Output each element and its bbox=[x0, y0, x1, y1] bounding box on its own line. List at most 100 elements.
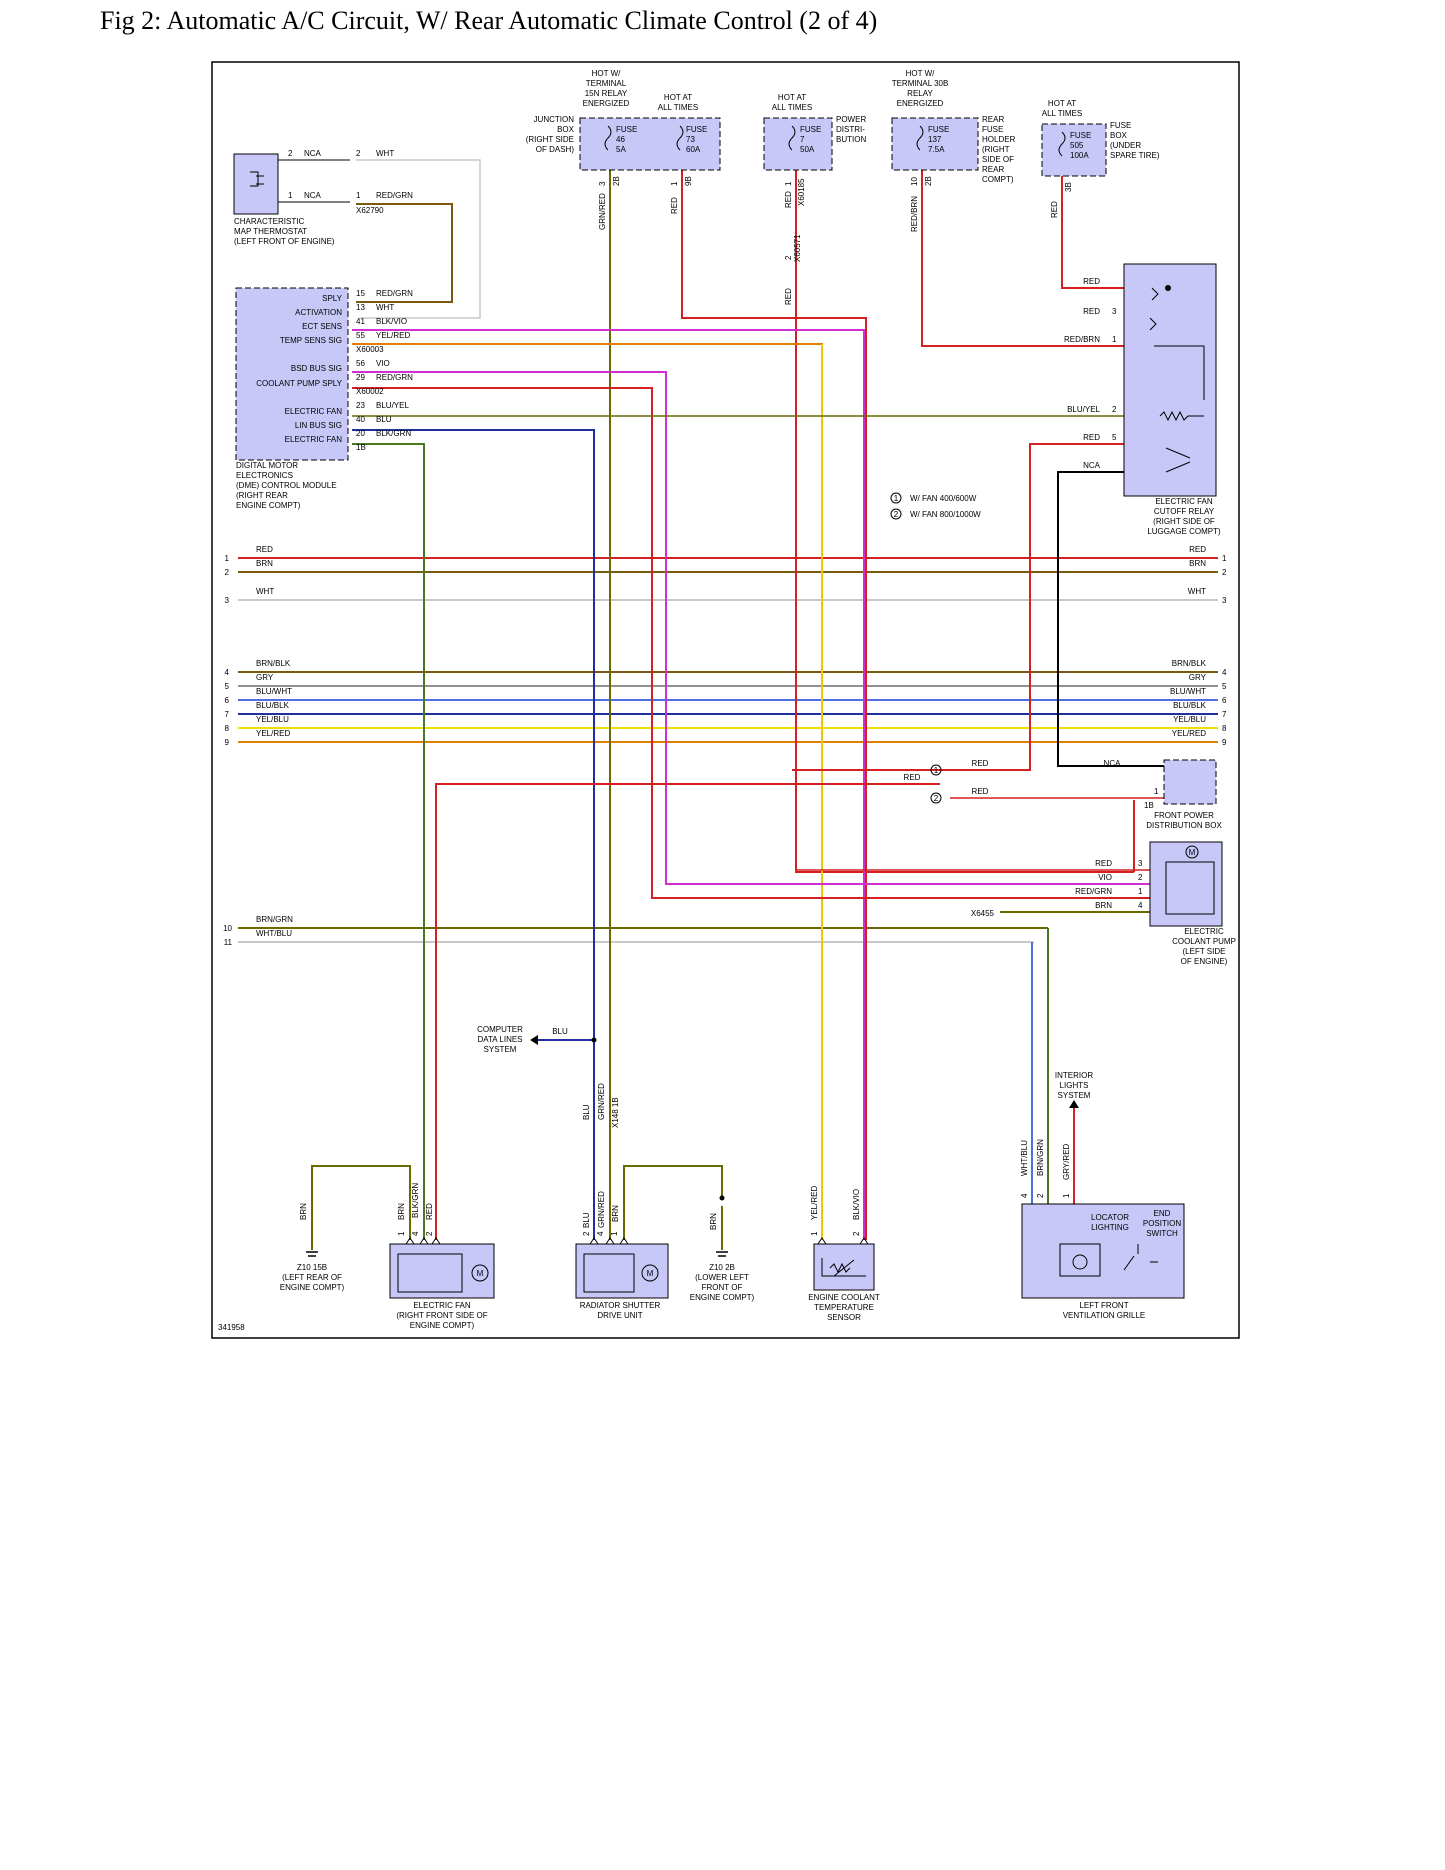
junction-box-label: BOX bbox=[557, 125, 575, 134]
coolant-pump-label: (LEFT SIDE bbox=[1183, 947, 1226, 956]
thermostat-label: MAP THERMOSTAT bbox=[234, 227, 307, 236]
fuse-label: 60A bbox=[686, 145, 701, 154]
front-power-box bbox=[1163, 759, 1217, 805]
rear-fuse-holder-label: REAR bbox=[982, 115, 1004, 124]
ground-symbol bbox=[716, 1251, 728, 1257]
power-source-label: HOT AT bbox=[778, 93, 806, 102]
wire-label: RED bbox=[1095, 859, 1112, 868]
rear-fuse-holder-label: REAR bbox=[982, 165, 1004, 174]
fuse-label: FUSE bbox=[800, 125, 821, 134]
rear-fuse-holder-label: COMPT) bbox=[982, 175, 1014, 184]
data-lines-label: DATA LINES bbox=[477, 1035, 522, 1044]
dme-signal-label: ELECTRIC FAN bbox=[285, 407, 343, 416]
pin-label: 1 bbox=[810, 1231, 819, 1236]
rail-number: 10 bbox=[223, 924, 232, 933]
fuse-symbol bbox=[676, 125, 684, 151]
rail-number: 1 bbox=[225, 554, 230, 563]
wire-label: BRN bbox=[1095, 901, 1112, 910]
locator-lighting-label: LOCATOR bbox=[1091, 1213, 1129, 1222]
wire-label: BLK/GRN bbox=[411, 1183, 420, 1218]
wire-label: VIO bbox=[1098, 873, 1112, 882]
wire-label: RED bbox=[784, 288, 793, 305]
wire-label: RED bbox=[784, 191, 793, 208]
arrow-icon bbox=[1069, 1100, 1079, 1108]
wire-label: RED bbox=[425, 1203, 434, 1220]
figure-title: Fig 2: Automatic A/C Circuit, W/ Rear Au… bbox=[100, 6, 878, 35]
rail-wire-label: BLU/WHT bbox=[256, 687, 292, 696]
pin-label: 2 bbox=[1036, 1193, 1045, 1198]
spare-tire-fuse-label: SPARE TIRE) bbox=[1110, 151, 1160, 160]
data-lines-label: SYSTEM bbox=[484, 1045, 517, 1054]
rail-wire-label: BLU/WHT bbox=[1170, 687, 1206, 696]
power-source-label: HOT W/ bbox=[906, 69, 936, 78]
legend-circle bbox=[890, 492, 902, 504]
component-layer bbox=[233, 117, 1223, 1299]
connector-mark bbox=[419, 1237, 429, 1245]
wire-label: GRN/RED bbox=[598, 193, 607, 230]
wire-label: YEL/RED bbox=[810, 1186, 819, 1220]
pin-label: 1 bbox=[784, 181, 793, 186]
dme-label: DIGITAL MOTOR bbox=[236, 461, 298, 470]
pump-motor-icon bbox=[1185, 845, 1199, 859]
power-source-label: ALL TIMES bbox=[658, 103, 698, 112]
dme-signal-label: ECT SENS bbox=[302, 322, 342, 331]
wire-label: BLK/GRN bbox=[376, 429, 411, 438]
wire-label: RED bbox=[1083, 277, 1100, 286]
interior-lights-label: LIGHTS bbox=[1060, 1081, 1089, 1090]
pin-label: 3 bbox=[598, 181, 607, 186]
arrow-icon bbox=[530, 1035, 538, 1045]
wire-label: NCA bbox=[1083, 461, 1101, 470]
power-source-label: HOT W/ bbox=[592, 69, 622, 78]
wire-red-fuse73 bbox=[681, 170, 867, 1240]
connector-mark bbox=[589, 1237, 599, 1245]
wire-label: RED bbox=[904, 773, 921, 782]
ventilation-grille-label: VENTILATION GRILLE bbox=[1063, 1311, 1146, 1320]
connector-mark bbox=[619, 1237, 629, 1245]
dme-label: (RIGHT REAR bbox=[236, 491, 288, 500]
dme-module bbox=[235, 287, 349, 461]
lamp-icon bbox=[1072, 1254, 1088, 1270]
power-source-label: RELAY bbox=[907, 89, 933, 98]
wire-label: BRN/GRN bbox=[1036, 1139, 1045, 1176]
motor-letter: M bbox=[477, 1269, 484, 1278]
data-lines-label: COMPUTER bbox=[477, 1025, 523, 1034]
pin-label: 2B bbox=[612, 176, 621, 186]
fuse-label: 7 bbox=[800, 135, 805, 144]
spare-tire-fuse-box bbox=[1041, 123, 1107, 177]
ground-label: X6455 bbox=[971, 909, 995, 918]
interior-lights-label: SYSTEM bbox=[1058, 1091, 1091, 1100]
pin-label: 4 bbox=[596, 1231, 605, 1236]
legend-number: 2 bbox=[934, 794, 939, 803]
dme-signal-label: ACTIVATION bbox=[295, 308, 342, 317]
motor-letter: M bbox=[647, 1269, 654, 1278]
pump-motor-body bbox=[1165, 861, 1215, 915]
rear-fuse-holder-label: HOLDER bbox=[982, 135, 1016, 144]
relay-label: CUTOFF RELAY bbox=[1154, 507, 1215, 516]
lighting-block bbox=[1059, 1243, 1101, 1277]
end-position-switch-label: SWITCH bbox=[1146, 1229, 1178, 1238]
rail-wire-label: WHT bbox=[1188, 587, 1206, 596]
rail-number: 8 bbox=[1222, 724, 1227, 733]
fuse-label: 46 bbox=[616, 135, 625, 144]
rail-number: 5 bbox=[225, 682, 230, 691]
pin-label: 3 bbox=[1112, 307, 1117, 316]
ground-label: (LEFT REAR OF bbox=[282, 1273, 342, 1282]
dme-signal-label: ELECTRIC FAN bbox=[285, 435, 343, 444]
rail-wire-label: BRN bbox=[256, 559, 273, 568]
fuse-label: 137 bbox=[928, 135, 942, 144]
fan-cutoff-relay bbox=[1123, 263, 1217, 497]
figure-id: 341958 bbox=[218, 1323, 245, 1332]
wire-label: BLK/VIO bbox=[376, 317, 407, 326]
option-circle bbox=[930, 764, 942, 776]
power-source-label: HOT AT bbox=[664, 93, 692, 102]
electric-fan-label: ELECTRIC FAN bbox=[413, 1301, 471, 1310]
wire-label: WHT bbox=[376, 149, 394, 158]
connector-mark bbox=[817, 1237, 827, 1245]
rail-number: 9 bbox=[225, 738, 230, 747]
power-source-label: ALL TIMES bbox=[772, 103, 812, 112]
wire-label: RED/GRN bbox=[1075, 887, 1112, 896]
fuse-label: 505 bbox=[1070, 141, 1084, 150]
legend-number: 2 bbox=[894, 510, 899, 519]
label: 2 bbox=[288, 149, 293, 158]
junction-box-label: (RIGHT SIDE bbox=[526, 135, 574, 144]
